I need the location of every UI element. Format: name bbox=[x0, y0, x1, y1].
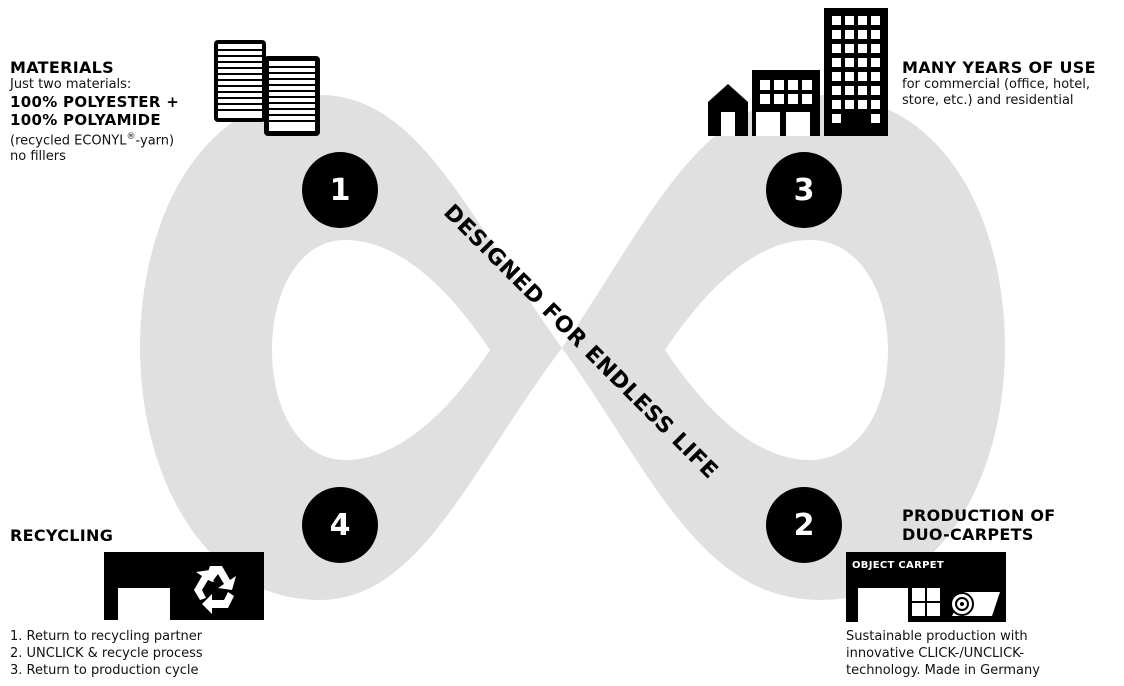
production-desc: Sustainable production with innovative C… bbox=[846, 628, 1116, 679]
materials-note: (recycled ECONYL®-yarn) bbox=[10, 132, 175, 149]
materials-title: MATERIALS bbox=[10, 58, 114, 77]
materials-intro: Just two materials: bbox=[10, 77, 132, 92]
use-block: MANY YEARS OF USE for commercial (office… bbox=[902, 58, 1122, 109]
use-line2: store, etc.) and residential bbox=[902, 93, 1074, 108]
production-line: technology. Made in Germany bbox=[846, 663, 1040, 678]
materials-block: MATERIALS Just two materials: 100% POLYE… bbox=[10, 58, 210, 165]
recycling-station-icon bbox=[104, 552, 264, 620]
buildings-icon bbox=[708, 8, 888, 136]
recycling-item: 2. UNCLICK & recycle process bbox=[10, 646, 203, 661]
factory-icon: OBJECT CARPET bbox=[846, 552, 1006, 622]
factory-sign: OBJECT CARPET bbox=[852, 560, 944, 571]
production-line: innovative CLICK-/UNCLICK- bbox=[846, 646, 1025, 661]
materials-polyamide: 100% POLYAMIDE bbox=[10, 111, 161, 129]
window-and-roll-icon bbox=[912, 588, 1000, 616]
use-title: MANY YEARS OF USE bbox=[902, 58, 1096, 77]
step-2-badge: 2 bbox=[766, 487, 842, 563]
production-title-2: DUO-CARPETS bbox=[902, 525, 1034, 544]
step-4-badge: 4 bbox=[302, 487, 378, 563]
materials-note2: no fillers bbox=[10, 149, 66, 165]
use-line1: for commercial (office, hotel, bbox=[902, 77, 1090, 92]
yarn-spools-icon bbox=[214, 40, 320, 136]
recycling-title: RECYCLING bbox=[10, 526, 114, 545]
production-block: PRODUCTION OF DUO-CARPETS bbox=[902, 506, 1122, 544]
recycling-item: 1. Return to recycling partner bbox=[10, 629, 203, 644]
recycling-item: 3. Return to production cycle bbox=[10, 663, 199, 678]
production-title-1: PRODUCTION OF bbox=[902, 506, 1056, 525]
step-1-badge: 1 bbox=[302, 152, 378, 228]
production-line: Sustainable production with bbox=[846, 629, 1028, 644]
recycle-symbol-icon bbox=[194, 566, 236, 614]
recycling-list: 1. Return to recycling partner 2. UNCLIC… bbox=[10, 628, 250, 679]
materials-polyester: 100% POLYESTER + bbox=[10, 93, 180, 111]
step-3-badge: 3 bbox=[766, 152, 842, 228]
